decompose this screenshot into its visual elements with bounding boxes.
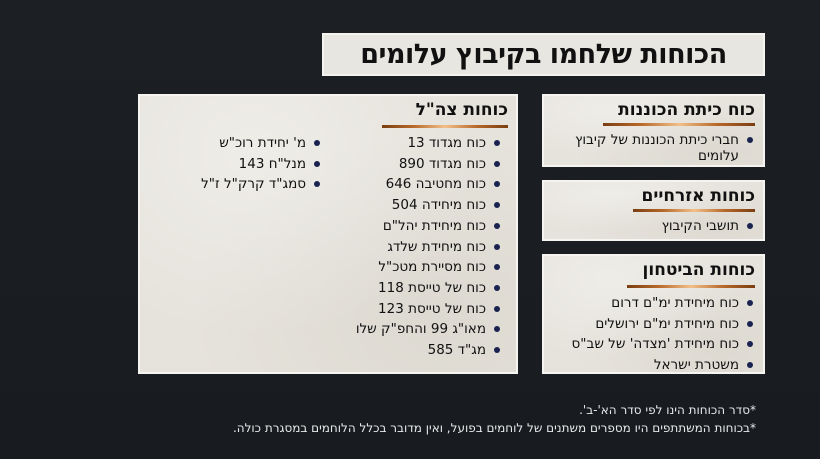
title-underline <box>382 125 508 128</box>
bullet-icon <box>747 320 753 327</box>
idf-forces-list-2: מ' יחידת רוכ"ש מנל"ח 143 סמג"ד קרק"ל ז"ל <box>201 133 322 195</box>
bullet-icon <box>747 223 753 229</box>
list-item: כוח מיחידה 504 <box>356 195 502 216</box>
list-item: כוח מגדוד 13 <box>356 133 502 154</box>
bullet-icon <box>747 362 753 369</box>
bullet-icon <box>314 181 320 188</box>
list-item: מאו"ג 99 והחפ"ק שלו <box>356 319 502 340</box>
bullet-icon <box>747 300 753 306</box>
bullet-icon <box>314 160 320 167</box>
footnote-numbers: *בכוחות המשתתפים היו מספרים משתנים של לו… <box>232 421 756 435</box>
standby-squad-box: כוח כיתת הכוננות חברי כיתת הכוננות של קי… <box>542 94 765 167</box>
bullet-icon <box>494 326 500 333</box>
idf-forces-title: כוחות צה"ל <box>415 100 508 120</box>
bullet-icon <box>747 137 753 143</box>
title-banner: הכוחות שלחמו בקיבוץ עלומים <box>322 33 765 76</box>
page-title: הכוחות שלחמו בקיבוץ עלומים <box>360 39 727 70</box>
bullet-icon <box>314 140 320 146</box>
security-forces-box: כוחות הביטחון כוח מיחידת ימ"ם דרום כוח מ… <box>542 254 765 374</box>
bullet-icon <box>494 222 500 229</box>
security-forces-list: כוח מיחידת ימ"ם דרום כוח מיחידת ימ"ם ירו… <box>572 293 755 376</box>
list-item: מ' יחידת רוכ"ש <box>201 133 322 154</box>
idf-forces-list-1: כוח מגדוד 13 כוח מגדוד 890 כוח מחטיבה 64… <box>356 133 502 361</box>
title-underline <box>633 209 755 212</box>
list-item: כוח מגדוד 890 <box>356 154 502 175</box>
list-item: כוח מחטיבה 646 <box>356 174 502 195</box>
bullet-icon <box>494 140 500 146</box>
list-item: מג"ד 585 <box>356 340 502 361</box>
list-item: כוח מסיירת מטכ"ל <box>356 257 502 278</box>
footnotes: *סדר הכוחות הינו לפי סדר הא'-ב'. *בכוחות… <box>233 401 756 437</box>
list-item: חברי כיתת הכוננות של קיבוץ עלומים <box>575 132 755 164</box>
list-item: כוח מיחידת ימ"ם דרום <box>572 293 755 314</box>
list-item: כוח מיחידת יהל"ם <box>356 216 502 237</box>
idf-forces-box: כוחות צה"ל כוח מגדוד 13 כוח מגדוד 890 כו… <box>138 94 518 374</box>
bullet-icon <box>494 181 500 188</box>
list-item: מנל"ח 143 <box>201 154 322 175</box>
list-item: תושבי הקיבוץ <box>662 216 755 237</box>
list-item: כוח של טייסת 118 <box>356 278 502 299</box>
standby-squad-list: חברי כיתת הכוננות של קיבוץ עלומים <box>575 132 755 164</box>
bullet-icon <box>494 202 500 209</box>
bullet-icon <box>494 243 500 250</box>
bullet-icon <box>494 264 500 271</box>
list-item: משטרת ישראל <box>572 355 755 376</box>
security-forces-title: כוחות הביטחון <box>642 260 755 280</box>
footnote-order: *סדר הכוחות הינו לפי סדר הא'-ב'. <box>579 403 756 417</box>
title-underline <box>627 285 755 288</box>
bullet-icon <box>494 160 500 167</box>
title-underline <box>603 123 755 126</box>
bullet-icon <box>494 305 500 312</box>
list-item: כוח מיחידת 'מצדה' של שב"ס <box>572 334 755 355</box>
list-item: כוח של טייסת 123 <box>356 299 502 320</box>
list-item: כוח מיחידת ימ"ם ירושלים <box>572 314 755 335</box>
list-item: כוח מיחידת שלדג <box>356 237 502 258</box>
list-item: סמג"ד קרק"ל ז"ל <box>201 174 322 195</box>
civilian-forces-list: תושבי הקיבוץ <box>662 216 755 237</box>
civilian-forces-title: כוחות אזרחיים <box>641 186 755 206</box>
bullet-icon <box>747 341 753 348</box>
civilian-forces-box: כוחות אזרחיים תושבי הקיבוץ <box>542 180 765 241</box>
standby-squad-title: כוח כיתת הכוננות <box>618 100 755 120</box>
bullet-icon <box>494 347 500 354</box>
bullet-icon <box>494 284 500 291</box>
